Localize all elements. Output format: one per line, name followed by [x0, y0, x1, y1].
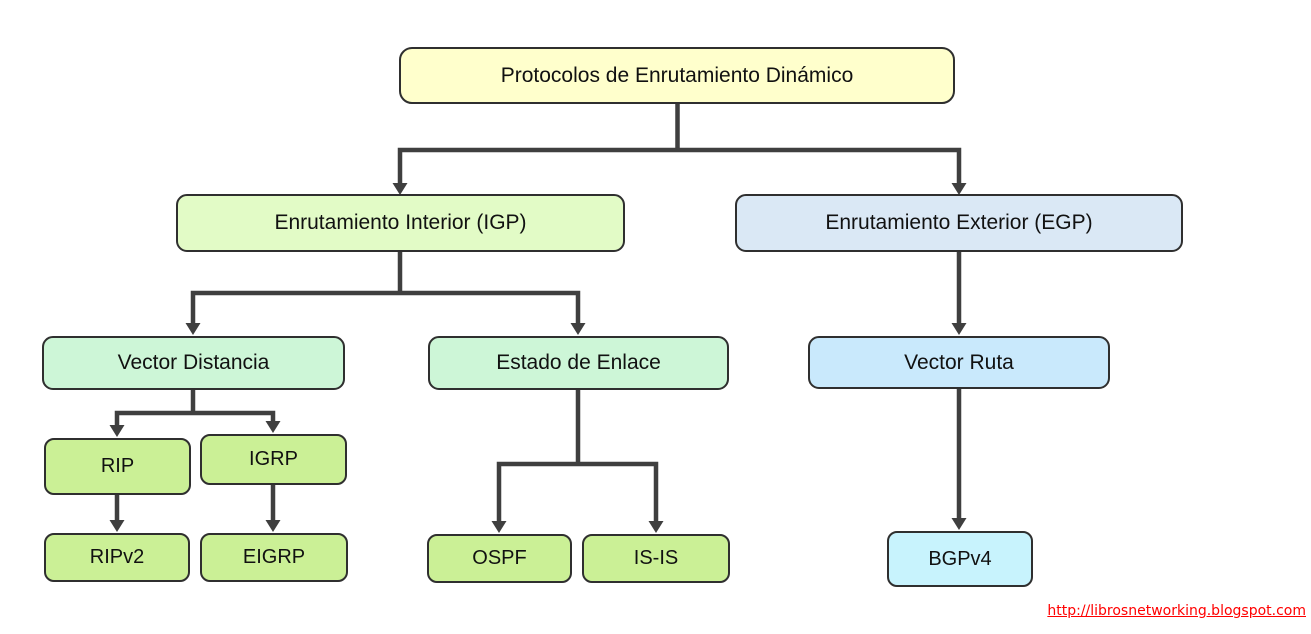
arrowhead-eigrp [265, 520, 281, 532]
arrowhead-vr [951, 323, 967, 335]
node-ospf: OSPF [427, 534, 572, 583]
arrowhead-ripv2 [109, 520, 125, 532]
arrowhead-bgpv4 [951, 518, 967, 530]
node-eigrp: EIGRP [200, 533, 348, 582]
connector-ee-split [496, 461, 659, 524]
connector-igp-split [190, 290, 581, 326]
node-is-is: IS-IS [582, 534, 730, 583]
arrowhead-vd [185, 323, 201, 335]
node-rip: RIP [44, 438, 191, 495]
arrowhead-rip [109, 425, 125, 437]
node-ripv2: RIPv2 [44, 533, 190, 582]
blog-url-link[interactable]: http://librosnetworking.blogspot.com [1047, 603, 1306, 619]
arrowhead-ospf [491, 521, 507, 533]
node-vector-distancia: Vector Distancia [42, 336, 345, 390]
node-vector-ruta: Vector Ruta [808, 336, 1110, 389]
node-estado-de-enlace: Estado de Enlace [428, 336, 729, 390]
arrowhead-ee [570, 323, 586, 335]
node-igrp: IGRP [200, 434, 347, 485]
connector-root-split [397, 147, 962, 186]
node-enrutamiento-interior-igp: Enrutamiento Interior (IGP) [176, 194, 625, 252]
arrowhead-isis [648, 521, 664, 533]
arrowhead-igrp [265, 421, 281, 433]
node-protocolos-enrutamiento-dinamico: Protocolos de Enrutamiento Dinámico [399, 47, 955, 104]
node-enrutamiento-exterior-egp: Enrutamiento Exterior (EGP) [735, 194, 1183, 252]
connector-vd-split [114, 410, 276, 428]
node-bgpv4: BGPv4 [887, 531, 1033, 587]
